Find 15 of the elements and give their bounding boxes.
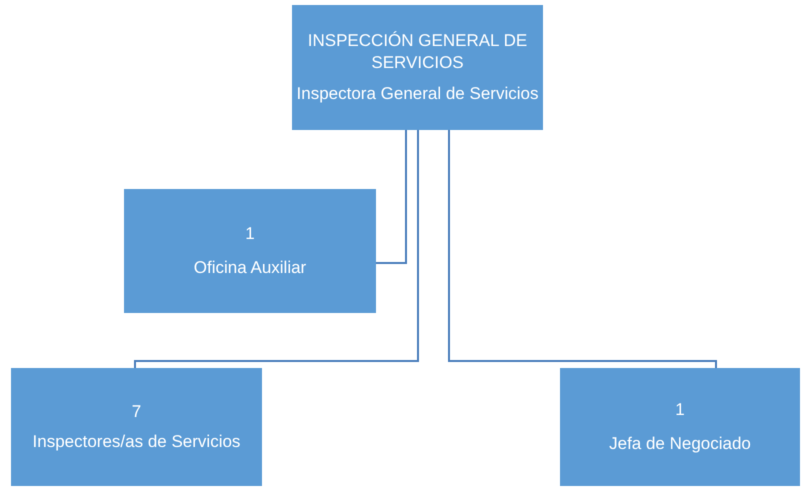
box-heading: 1: [675, 398, 685, 421]
box-label: Inspectora General de Servicios: [296, 82, 538, 105]
org-box: [292, 5, 543, 130]
org-box: [560, 368, 800, 486]
box-heading: 7: [132, 400, 142, 423]
org-box: [124, 189, 376, 313]
connector-line: [448, 130, 717, 368]
box-label: Oficina Auxiliar: [194, 257, 306, 279]
connector-line: [376, 130, 407, 264]
box-label: Jefa de Negociado: [609, 433, 751, 455]
box-heading: 1: [245, 222, 255, 245]
connector-line: [134, 130, 419, 368]
box-label: Inspectores/as de Servicios: [32, 431, 240, 453]
box-heading: INSPECCIÓN GENERAL DE SERVICIOS: [306, 30, 528, 74]
org-box: [11, 368, 262, 486]
